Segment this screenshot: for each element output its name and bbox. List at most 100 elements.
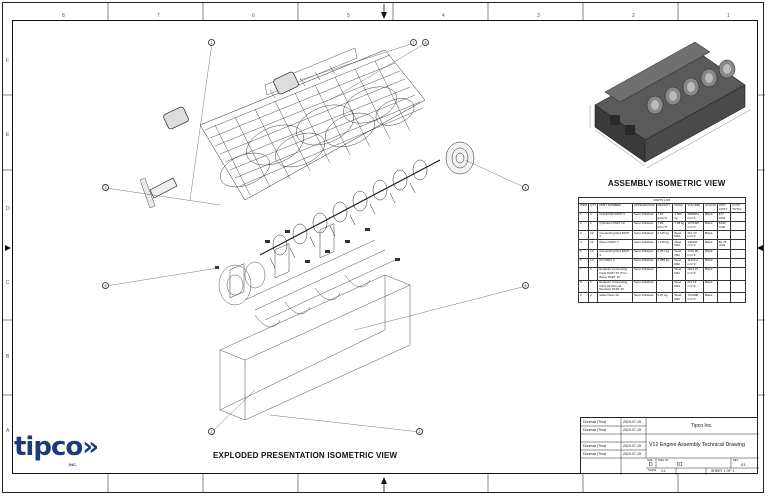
scale-value: 1:1 xyxy=(661,469,666,473)
parts-list-cell: Steel, Mild xyxy=(672,230,687,241)
balloon: 2 xyxy=(410,39,417,46)
drawing-number: 01 xyxy=(677,462,683,468)
parts-list-cell xyxy=(716,266,732,281)
parts-list-cell: $140 USD xyxy=(716,220,732,232)
parts-list-cell: Steel, Mild xyxy=(672,239,687,250)
parts-list-cell: Black xyxy=(703,248,718,259)
checked-by: Donman (Tina) xyxy=(583,428,607,432)
zone-label: A xyxy=(6,428,10,434)
revision: 01 xyxy=(741,462,746,467)
assembly-isometric-render xyxy=(589,41,751,169)
parts-list-cell xyxy=(716,279,732,294)
parts-list-cell: 7.88 kg xyxy=(672,220,687,232)
parts-list-cell xyxy=(730,292,746,303)
balloon: 4 xyxy=(522,184,529,191)
parts-list-cell: 1270495 mm^3 xyxy=(685,220,705,232)
parts-list-cell: Semi-Polished xyxy=(632,239,657,250)
parts-list-cell xyxy=(730,211,746,222)
parts-list-cell: Steel, Mild xyxy=(672,248,687,259)
parts-list-cell: 7.87 g/cm^3 xyxy=(655,211,674,222)
parts-list-cell: Cylinders PART 10 xyxy=(597,220,633,232)
flywheel xyxy=(218,261,266,306)
zone-label: 8 xyxy=(62,13,65,19)
parts-list-cell: Connecting Rod PART 4 xyxy=(597,248,633,259)
zone-label: 4 xyxy=(442,13,445,19)
parts-list-cell: 4 xyxy=(577,239,590,250)
valve-part xyxy=(139,177,156,209)
exploded-view-caption: EXPLODED PRESENTATION ISOMETRIC VIEW xyxy=(213,451,398,460)
col-header: COLOR xyxy=(703,202,718,213)
balloon: 2 xyxy=(416,428,423,435)
title-block-grid xyxy=(581,418,759,475)
balloon: 8 xyxy=(422,39,429,46)
col-header: ITEM xyxy=(577,202,590,213)
parts-list-cell: Crankshaft PART 3 xyxy=(597,211,633,222)
parts-list-cell: 7.86 g/cm^3 xyxy=(655,220,674,232)
parts-list-cell: 9 xyxy=(577,292,590,303)
zone-label: B xyxy=(6,354,10,360)
parts-list-cell: Connecting Rod PART 2 xyxy=(597,230,633,241)
parts-list-cell xyxy=(730,220,746,232)
approved-by: Donman (Tina) xyxy=(583,444,607,448)
zone-label: 1 xyxy=(727,13,730,19)
parts-list-cell: Pin PART 4 xyxy=(597,257,633,268)
parts-list-cell: Black xyxy=(703,266,718,281)
parts-list-table: PARTS LIST ITEM QTY PART NUMBER APPEARAN… xyxy=(577,197,746,303)
parts-list-cell: 0.085 kg xyxy=(655,257,674,268)
parts-list-cell: Steel, Mild xyxy=(672,266,687,281)
drawn-by: Donman (Tina) xyxy=(583,420,607,424)
parts-list-cell: Semi-Polished xyxy=(632,266,657,281)
parts-list-cell: Black xyxy=(703,220,718,232)
parts-list-cell: Black xyxy=(703,239,718,250)
company-logo: tipco» xyxy=(14,432,99,462)
parts-list-cell xyxy=(730,230,746,241)
col-header: UNIT COST xyxy=(716,202,732,213)
parts-list-cell: Steel, Mild xyxy=(672,279,687,294)
zone-label: D xyxy=(6,206,10,212)
zone-label: 5 xyxy=(347,13,350,19)
balloon: 6 xyxy=(522,282,529,289)
zone-label: E xyxy=(6,132,10,138)
exploded-view-drawing xyxy=(139,47,475,421)
col-header: QTY xyxy=(588,202,599,213)
balloon: 5 xyxy=(102,282,109,289)
parts-list-cell xyxy=(716,230,732,241)
parts-list-cell xyxy=(655,266,674,281)
size-label: SIZE xyxy=(647,459,653,462)
cylinder-head-wireframe xyxy=(199,47,426,201)
col-header: PART NUMBER xyxy=(597,202,633,213)
parts-list-cell: Black xyxy=(703,257,718,268)
parts-list-cell xyxy=(730,266,746,281)
parts-list-cell: Valve Parts 16 xyxy=(597,292,633,303)
parts-list-cell: Endpoint Connecting Parts PART 15 (Trim … xyxy=(597,266,633,281)
parts-list-cell: Piston PART 7 xyxy=(597,239,633,250)
parts-list-cell: 3089951 mm^3 xyxy=(685,211,705,222)
parts-list-cell: 1 xyxy=(588,220,599,232)
parts-list-cell: Semi-Polished xyxy=(632,248,657,259)
parts-list-cell: 211.13 mm^3 xyxy=(685,279,705,294)
dwg-label: DWG NO xyxy=(658,459,669,462)
parts-list-cell: Black xyxy=(703,211,718,222)
parts-list-cell: Black xyxy=(703,230,718,241)
approved-date: 2019-07-15 xyxy=(623,444,641,448)
sheet-count: SHEET 1 OF 1 xyxy=(711,469,735,473)
parts-list-cell: 1 xyxy=(577,211,590,222)
drawing-title: V12 Engine Assembly Technical Drawing xyxy=(649,442,745,448)
zone-label: 3 xyxy=(537,13,540,19)
parts-list-cell xyxy=(730,248,746,259)
parts-list-cell: 1 xyxy=(588,279,599,294)
parts-list-cell: 6 xyxy=(577,257,590,268)
balloon: 3 xyxy=(102,184,109,191)
col-header: DENSITY xyxy=(655,202,674,213)
parts-list-cell: Semi-Polished xyxy=(632,230,657,241)
parts-list-cell: 2.115 kg xyxy=(655,230,674,241)
title-block: Donman (Tina) 2019-07-15 Donman (Tina) 2… xyxy=(580,417,759,475)
scale-label: SCALE xyxy=(648,469,657,472)
